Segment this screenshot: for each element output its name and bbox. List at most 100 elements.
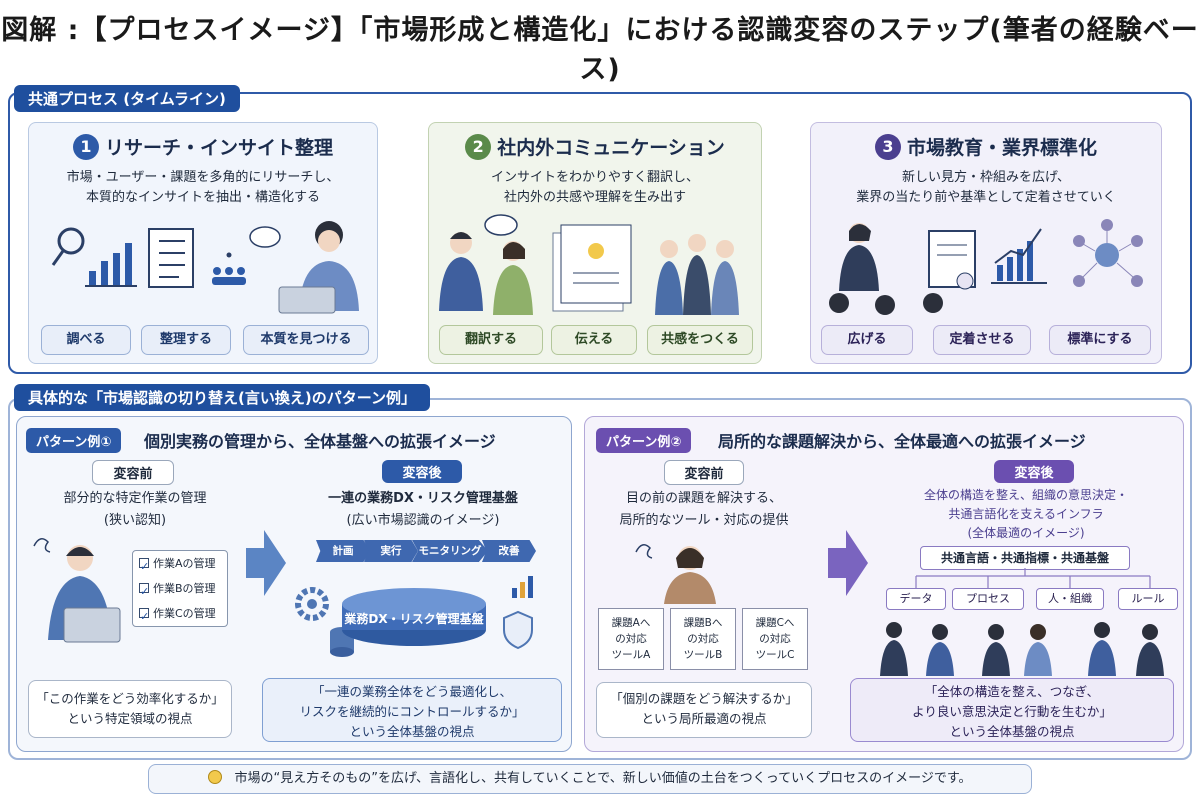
pattern-1-before-caption-2: (狭い認知) [103, 513, 167, 528]
step-3-pill-spread: 広げる [821, 325, 913, 355]
pattern-2-before-caption-2: 局所的なツール・対応の提供 [619, 513, 789, 528]
pattern-1-before-label: 変容前 [92, 460, 174, 485]
pattern-2-before-caption-1: 目の前の課題を解決する、 [625, 491, 782, 506]
checkbox-icon [139, 554, 149, 579]
pattern-1-after-caption-2: (広い市場認識のイメージ) [346, 513, 500, 528]
process-section [8, 92, 1192, 374]
tool-b-card: 課題Bへの対応ツールB [670, 608, 736, 670]
step-1-illustration [51, 221, 359, 314]
team-figures [880, 622, 1164, 676]
step-2-desc-1: インサイトをわかりやすく翻訳し、 [490, 170, 699, 185]
step-1-desc-1: 市場・ユーザー・課題を多角的にリサーチし、 [66, 170, 340, 185]
listener-figure [493, 241, 533, 315]
flow-step-execute: 実行 [364, 540, 418, 562]
tool-a-card: 課題Aへの対応ツールA [598, 608, 664, 670]
common-base-box: 共通言語・共通指標・共通基盤 [920, 546, 1130, 570]
step-3-desc-1: 新しい見方・枠組みを広げ、 [901, 170, 1071, 185]
speaker-figure [439, 232, 483, 311]
step-3-pill-establish: 定着させる [933, 325, 1031, 355]
growth-chart-icon [991, 228, 1047, 284]
step-3-pill-standardize: 標準にする [1049, 325, 1151, 355]
platform-disk [342, 588, 486, 646]
task-label: 作業Cの管理 [153, 607, 216, 620]
researcher-figure [278, 221, 359, 314]
pattern-1-transform-arrow-icon [246, 530, 286, 596]
pattern-2-after-caption-1: 全体の構造を整え、組織の意思決定・ [923, 488, 1128, 502]
pattern-2-before-quote: 「個別の課題をどう解決するか」 という局所最適の視点 [596, 682, 812, 738]
tool-c-card: 課題Cへの対応ツールC [742, 608, 808, 670]
step-1-pill-research: 調べる [41, 325, 131, 355]
pattern-1-before-quote: 「この作業をどう効率化するか」 という特定領域の視点 [28, 680, 232, 738]
pattern-1-before-caption-1: 部分的な特定作業の管理 [63, 491, 207, 506]
pattern-2-worker-figure [635, 544, 716, 604]
pattern-1-after-quote-2: リスクを継続的にコントロールするか」 [299, 704, 525, 719]
pattern-2-tag: パターン例② [596, 428, 692, 453]
tool-c-line-1: 課題Cへ [755, 617, 795, 629]
element-data: データ [886, 588, 946, 610]
pattern-2-team-illustration [880, 622, 1164, 676]
step-3-desc-2: 業界の当たり前や基準として定着させていく [856, 190, 1116, 205]
pattern-2-after-quote-3: という全体基盤の視点 [949, 724, 1075, 739]
gear-icon [295, 587, 329, 621]
flow-step-improve: 改善 [482, 540, 536, 562]
task-label: 作業Aの管理 [153, 557, 216, 570]
pattern-1-before-quote-1: 「この作業をどう効率化するか」 [36, 691, 224, 706]
step-3-title: 市場教育・業界標準化 [906, 137, 1097, 159]
step-1-number: 1 [72, 134, 99, 160]
pattern-1-platform-illustration [295, 576, 533, 657]
pattern-1-after-caption-1: 一連の業務DX・リスク管理基盤 [328, 491, 518, 506]
shield-icon [503, 610, 533, 650]
pattern-1-task-list: 作業Aの管理 作業Bの管理 作業Cの管理 [132, 550, 228, 629]
step-2-pill-convey: 伝える [551, 325, 637, 355]
tool-a-line-2: の対応 [615, 633, 647, 645]
task-item: 作業Aの管理 [133, 551, 227, 579]
step-1-pill-organize: 整理する [141, 325, 231, 355]
step-1-pill-essence: 本質を見つける [243, 325, 369, 355]
confused-icon [635, 544, 653, 559]
pattern-2-after-caption-3: (全体最適のイメージ) [967, 526, 1085, 540]
step-2-pill-empathy: 共感をつくる [647, 325, 753, 355]
pattern-1-after-label: 変容後 [382, 460, 462, 483]
step-2-number: 2 [465, 134, 492, 160]
task-label: 作業Bの管理 [153, 582, 216, 595]
chat-people-icon [212, 226, 281, 285]
element-organization: 人・組織 [1036, 588, 1104, 610]
pattern-1-before-quote-2: という特定領域の視点 [67, 711, 193, 726]
bar-chart-icon [85, 243, 137, 287]
pattern-2-transform-arrow-icon [828, 530, 868, 596]
element-rules: ルール [1118, 588, 1178, 610]
flow-step-plan: 計画 [316, 540, 370, 562]
checklist-icon [148, 228, 194, 288]
pattern-2-after-quote-1: 「全体の構造を整え、つなぎ、 [924, 684, 1100, 699]
task-item: 作業Bの管理 [133, 576, 227, 604]
magnifier-icon [51, 227, 85, 266]
tool-b-line-1: 課題Bへ [683, 617, 723, 629]
flow-step-monitoring: モニタリング [412, 540, 488, 562]
pattern-2-before-quote-1: 「個別の課題をどう解決するか」 [610, 691, 798, 706]
footer-text: 市場の“見え方そのもの”を広げ、言語化し、共有していくことで、新しい価値の土台を… [234, 771, 972, 786]
checkbox-icon [139, 604, 149, 629]
tool-c-line-2: の対応 [759, 633, 791, 645]
footer-note: 市場の“見え方そのもの”を広げ、言語化し、共有していくことで、新しい価値の土台を… [148, 764, 1032, 794]
step-3-illustration [829, 219, 1143, 315]
lightbulb-icon [208, 770, 223, 784]
certificate-icon [928, 230, 976, 290]
pattern-1-tag: パターン例① [26, 428, 122, 453]
insight-document-icon [552, 224, 632, 312]
bar-chart-icon [512, 576, 533, 598]
pattern-2-after-quote: 「全体の構造を整え、つなぎ、 より良い意思決定と行動を生むか」 という全体基盤の… [850, 678, 1174, 742]
pattern-1-title: 個別実務の管理から、全体基盤への拡張イメージ [144, 432, 496, 451]
process-tag: 共通プロセス (タイムライン) [14, 85, 240, 112]
confused-icon [33, 538, 51, 553]
tool-b-line-3: ツールB [683, 649, 723, 661]
common-base-connectors [915, 568, 1151, 588]
step-2-desc-2: 社内外の共感や理解を生み出す [503, 190, 686, 205]
pattern-1-worker-figure [33, 538, 121, 643]
step-2-illustration [439, 214, 739, 315]
